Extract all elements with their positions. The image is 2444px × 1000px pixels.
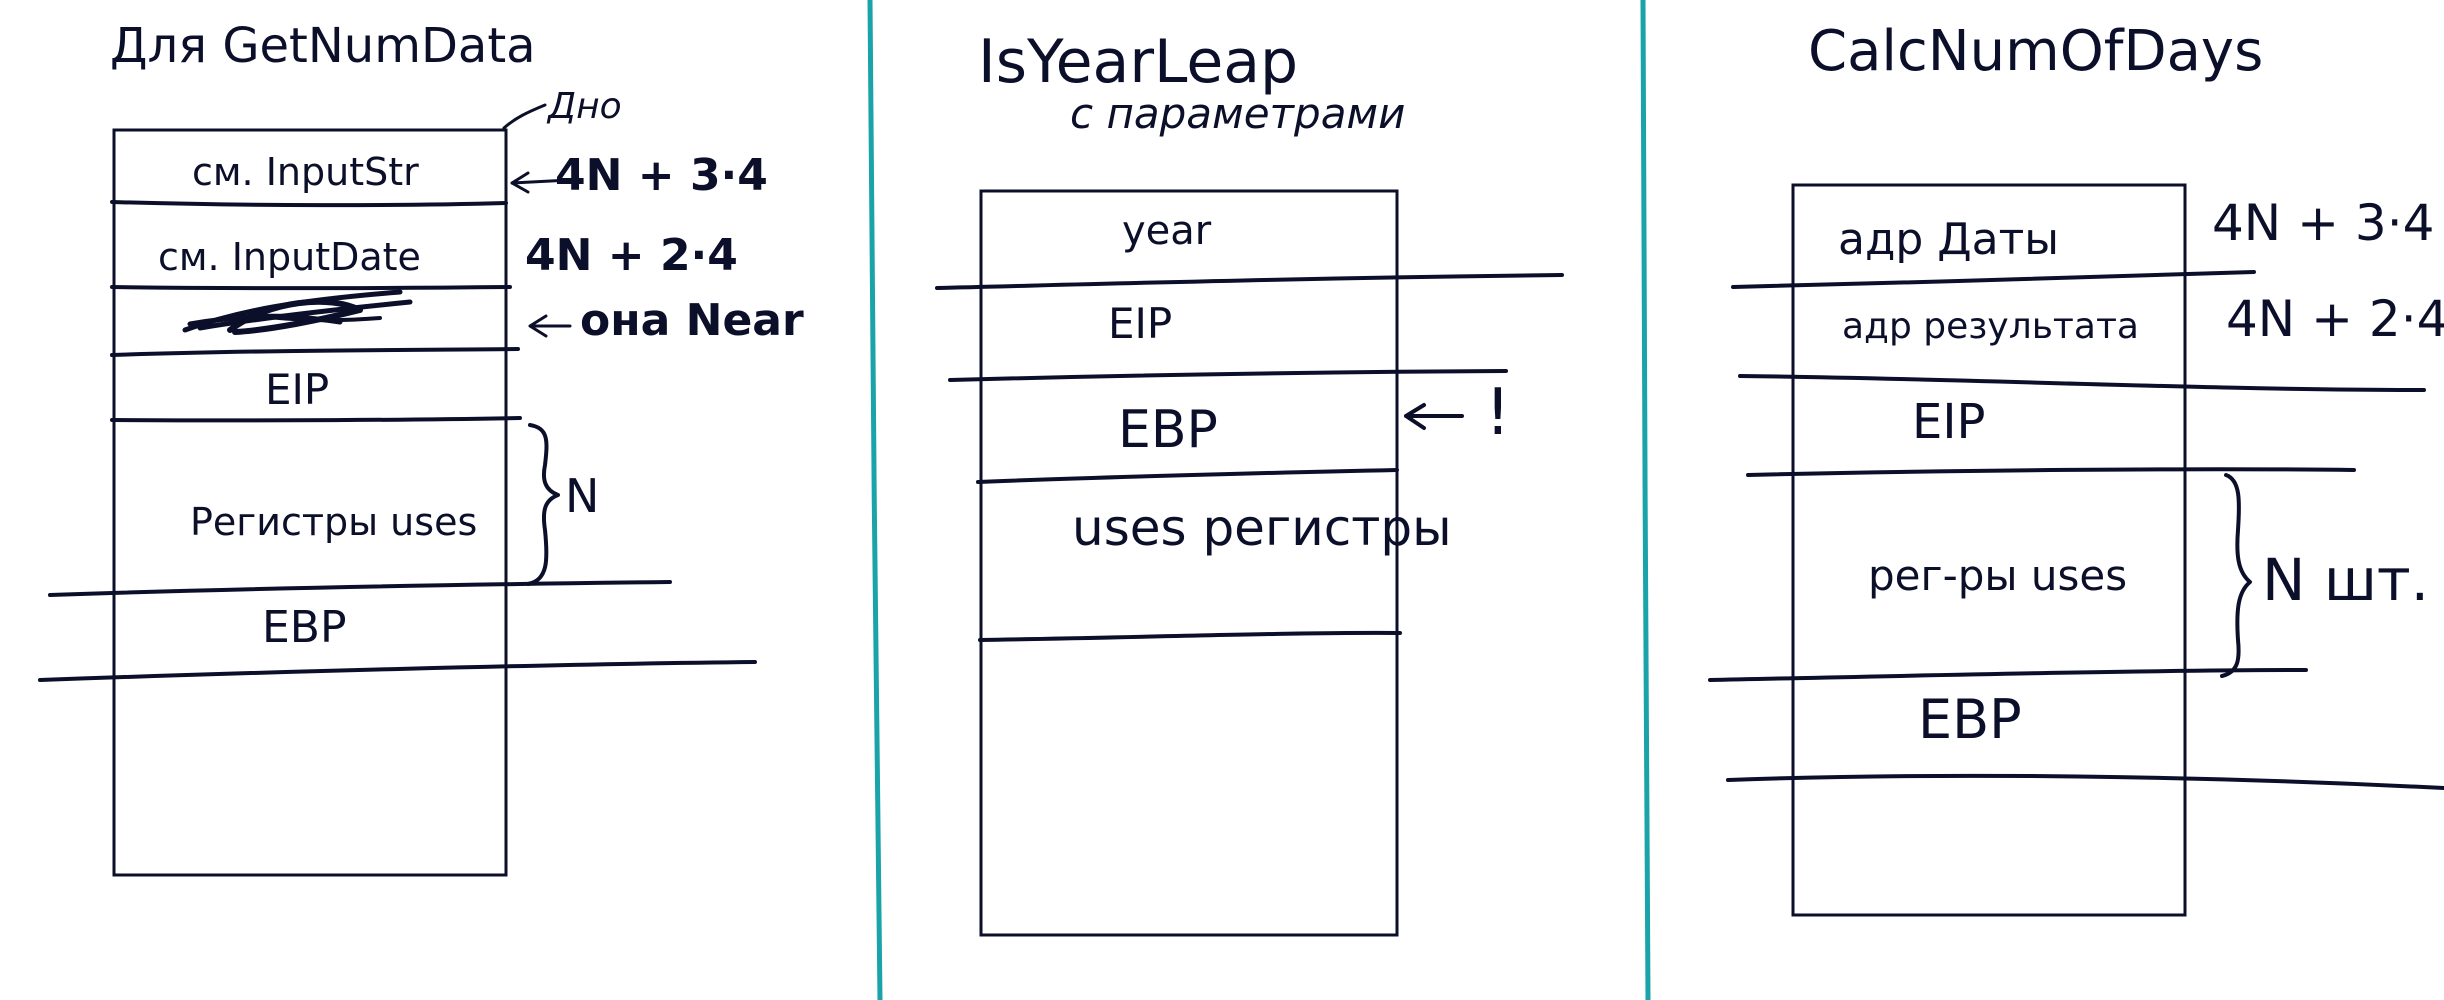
cell-divider — [976, 468, 1399, 484]
cell-registers-uses: рег-ры uses — [1868, 551, 2127, 600]
cell-divider — [110, 347, 520, 357]
scribbled-out-cell — [182, 289, 413, 335]
cell-divider — [110, 200, 508, 208]
cell-date-address: адр Даты — [1838, 214, 2059, 265]
panel-isyearleap: IsYearLeap с параметрами year EIP EBP us… — [935, 27, 1564, 937]
panel-separator — [867, 0, 883, 1000]
warning-mark: ! — [1485, 376, 1511, 450]
bottom-pointer — [502, 103, 547, 130]
brace-label: N — [565, 469, 599, 523]
cell-inputdate: см. InputDate — [158, 235, 421, 279]
cell-divider — [110, 416, 522, 423]
stack-bottom-label: Дно — [546, 86, 622, 127]
stack-frame — [1791, 183, 2187, 917]
cell-divider — [948, 369, 1508, 382]
cell-result-address: адр результата — [1842, 306, 2139, 347]
offset-label: 4N + 2·4 — [2226, 290, 2444, 348]
panel-title: Для GetNumData — [110, 18, 536, 74]
offset-label: 4N + 2·4 — [525, 230, 738, 281]
arrow-left-icon — [528, 314, 572, 338]
cell-uses-registers: uses регистры — [1072, 499, 1452, 557]
stack-frame — [979, 189, 1399, 937]
cell-inputstr: см. InputStr — [192, 150, 419, 194]
cell-divider — [110, 285, 512, 291]
cell-divider — [1746, 467, 2356, 477]
panel-title: IsYearLeap — [978, 27, 1298, 97]
panel-subtitle: с параметрами — [1070, 89, 1405, 138]
panel-title: CalcNumOfDays — [1808, 19, 2263, 84]
cell-divider — [1726, 773, 2444, 790]
cell-year: year — [1122, 208, 1212, 254]
cell-divider — [48, 580, 672, 597]
brace-icon — [526, 423, 560, 586]
cell-eip: EIP — [265, 365, 329, 414]
cell-divider — [1738, 374, 2426, 392]
cell-divider — [978, 630, 1402, 642]
arrow-left-icon — [1404, 403, 1464, 430]
cell-eip: EIP — [1912, 394, 1985, 450]
cell-ebp: EBP — [1918, 688, 2022, 751]
cell-eip: EIP — [1108, 299, 1172, 348]
cell-registers-uses: Регистры uses — [190, 500, 477, 544]
cell-divider — [1731, 270, 2256, 289]
cell-divider — [1708, 668, 2308, 682]
cell-divider — [935, 273, 1564, 290]
brace-label: N шт. — [2262, 546, 2429, 614]
offset-label: 4N + 3·4 — [555, 150, 768, 201]
near-note: она Near — [580, 295, 804, 346]
brace-icon — [2220, 473, 2252, 678]
panel-separator — [1640, 0, 1651, 1000]
panel-calcnumofdays: CalcNumOfDays адр Даты адр результата EI… — [1708, 19, 2444, 917]
panel-getnumdata: Для GetNumData Дно см. InputStr см. Inpu… — [38, 18, 804, 877]
cell-ebp: EBP — [262, 602, 347, 653]
cell-ebp: EBP — [1118, 400, 1218, 460]
cell-divider — [38, 660, 757, 682]
arrow-left-icon — [510, 171, 572, 194]
stack-frame — [112, 128, 508, 877]
offset-label: 4N + 3·4 — [2212, 194, 2434, 252]
